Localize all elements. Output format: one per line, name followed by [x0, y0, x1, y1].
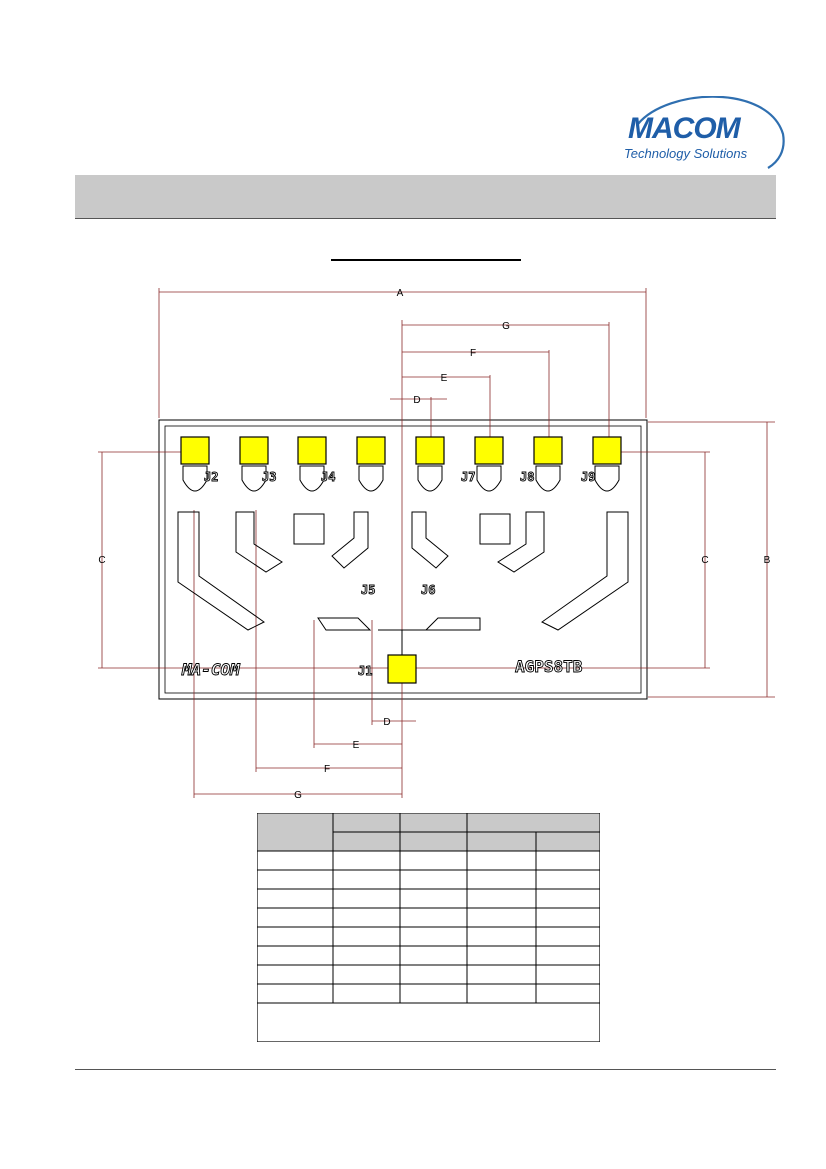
- board-part: AGPS8TB: [515, 657, 583, 676]
- pad-j3: [239, 436, 269, 465]
- label-j1: J1: [358, 664, 372, 678]
- label-j6: J6: [421, 583, 435, 597]
- board-inner-outline: [164, 425, 642, 694]
- dim-label-f-bottom: F: [324, 764, 330, 775]
- label-j3: J3: [262, 470, 276, 484]
- pad-j4: [297, 436, 327, 465]
- dim-label-a: A: [397, 288, 404, 299]
- logo-swoosh-icon: [637, 96, 785, 169]
- dimension-table: [257, 813, 600, 1042]
- header-banner: [75, 175, 776, 219]
- pad-j2: [180, 436, 210, 465]
- label-j9: J9: [581, 470, 595, 484]
- logo-brand: MACOM: [628, 112, 742, 145]
- footer-rule: [75, 1069, 776, 1070]
- label-j5: J5: [361, 583, 375, 597]
- pad-j9: [592, 436, 622, 465]
- dim-label-d-top: D: [413, 395, 420, 406]
- dim-label-e-bottom: E: [353, 740, 360, 751]
- label-j2: J2: [204, 470, 218, 484]
- pad-j1: [387, 654, 417, 684]
- title-underline: [331, 259, 521, 261]
- pad-j8: [533, 436, 563, 465]
- pad-j7: [474, 436, 504, 465]
- label-j8: J8: [520, 470, 534, 484]
- label-j7: J7: [461, 470, 475, 484]
- dim-label-d-bottom: D: [383, 717, 390, 728]
- dim-label-c-left: C: [98, 555, 105, 566]
- label-j4: J4: [321, 470, 335, 484]
- dim-label-f-top: F: [470, 348, 476, 359]
- dim-label-g-top: G: [502, 321, 510, 332]
- outline-drawing: A G F E D B C C D E F G: [98, 288, 775, 800]
- dim-label-c-right: C: [701, 555, 708, 566]
- pad-j6-top: [415, 436, 445, 465]
- pad-j5-top: [356, 436, 386, 465]
- dim-label-b: B: [764, 555, 771, 566]
- macom-logo: MACOM Technology Solutions: [624, 96, 785, 169]
- board-outline: [158, 419, 648, 700]
- logo-tagline: Technology Solutions: [624, 146, 748, 161]
- board-brand: MA-COM: [181, 660, 241, 679]
- dim-label-g-bottom: G: [294, 790, 302, 800]
- dim-label-e-top: E: [441, 373, 448, 384]
